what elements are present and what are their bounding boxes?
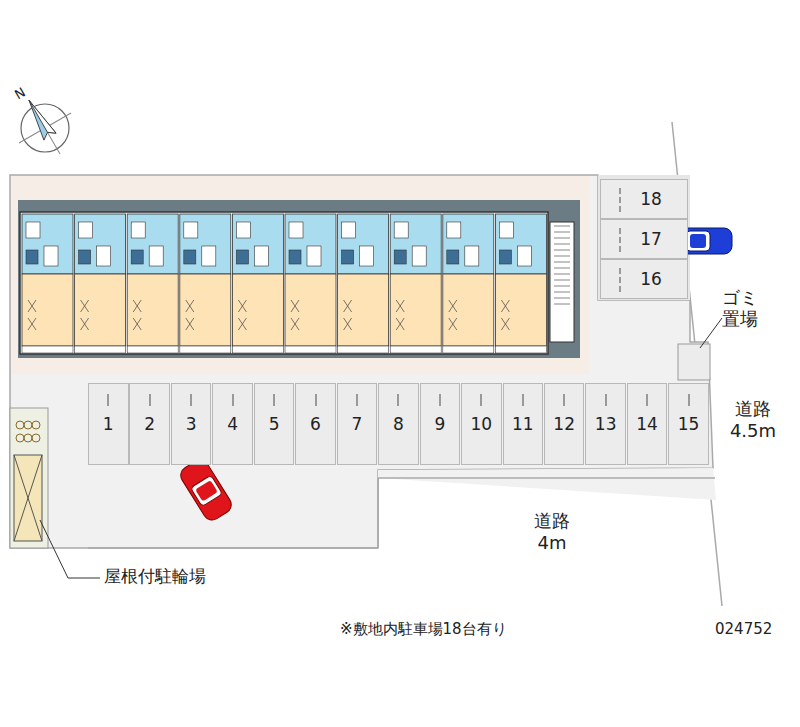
staircase	[550, 222, 574, 342]
north-mark: N	[7, 82, 32, 106]
parking-space: 18	[600, 179, 688, 219]
space-number: 6	[310, 416, 321, 433]
parking-space: 2	[129, 383, 170, 465]
bicycles	[16, 421, 40, 442]
leader-line	[700, 318, 722, 348]
parking-space: 17	[600, 219, 688, 259]
space-number: 1	[103, 416, 114, 433]
building-lot	[11, 176, 589, 374]
leader-line	[40, 520, 100, 578]
road-label: 道路 4m	[525, 510, 579, 553]
parking-space: 13	[585, 383, 626, 465]
space-number: 11	[512, 416, 534, 433]
road-edge	[377, 478, 379, 548]
building	[20, 212, 548, 354]
property-code: 024752	[715, 620, 772, 638]
space-number: 12	[553, 416, 575, 433]
parking-space: 15	[668, 383, 709, 465]
space-number: 14	[636, 416, 658, 433]
space-number: 15	[678, 416, 700, 433]
bicycle-roof	[14, 455, 42, 541]
building-shadow	[18, 200, 580, 358]
parking-space: 7	[337, 383, 378, 465]
parking-space: 3	[171, 383, 212, 465]
road-label: 道路 4.5m	[722, 398, 784, 441]
caption-note: ※敷地内駐車場18台有り	[340, 620, 507, 638]
parking-space: 12	[544, 383, 585, 465]
space-number: 2	[144, 416, 155, 433]
parking-space: 4	[212, 383, 253, 465]
space-number: 3	[186, 416, 197, 433]
bicycle-parking-ground	[10, 408, 48, 548]
space-number: 4	[227, 416, 238, 433]
parking-space: 8	[378, 383, 419, 465]
north-compass	[19, 97, 71, 154]
road-edge	[378, 477, 715, 479]
roof-cross	[14, 455, 42, 541]
garbage-label: ゴミ置場	[722, 288, 759, 329]
parking-space: 5	[254, 383, 295, 465]
space-number: 9	[434, 416, 445, 433]
parking-space: 9	[420, 383, 461, 465]
space-number: 7	[352, 416, 363, 433]
garbage-area	[678, 344, 710, 380]
roof-cross	[14, 455, 42, 541]
parking-space: 11	[503, 383, 544, 465]
space-number: 17	[626, 231, 662, 248]
space-number: 18	[626, 191, 662, 208]
apartment-units	[22, 214, 546, 353]
space-number: 5	[269, 416, 280, 433]
site-ground	[378, 468, 716, 500]
parking-lot	[598, 175, 690, 300]
stair-steps	[554, 226, 570, 304]
parking-space: 10	[461, 383, 502, 465]
parking-space: 1	[88, 383, 129, 465]
road-edge	[88, 547, 378, 549]
space-number: 10	[470, 416, 492, 433]
space-number: 16	[626, 271, 662, 288]
bicycle-parking-label: 屋根付駐輪場	[104, 566, 206, 586]
parking-space: 6	[295, 383, 336, 465]
red-car	[177, 457, 234, 524]
parking-space: 16	[600, 259, 688, 299]
space-number: 8	[393, 416, 404, 433]
parking-space: 14	[627, 383, 668, 465]
space-number: 13	[595, 416, 617, 433]
